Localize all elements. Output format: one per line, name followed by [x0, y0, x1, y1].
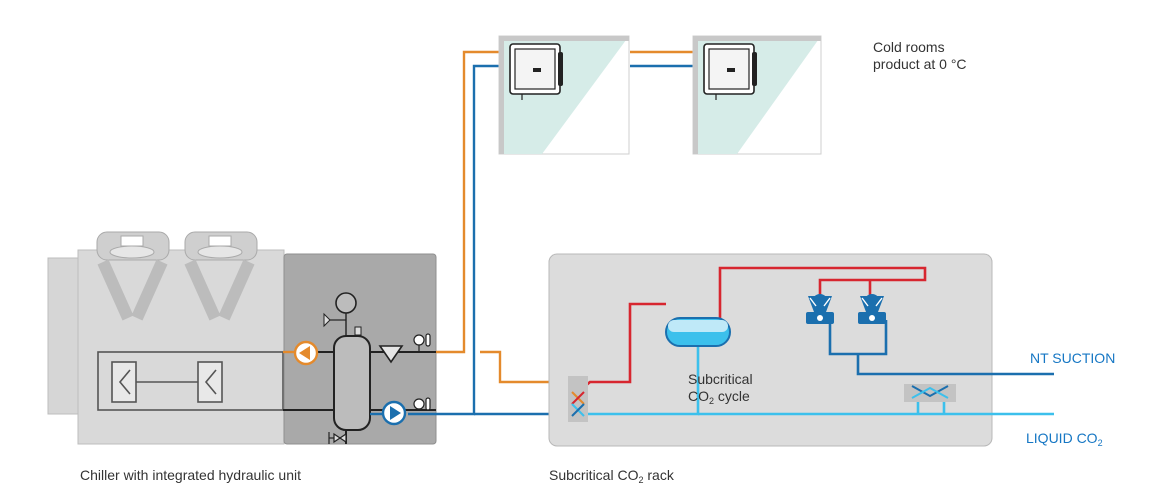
cold-room-1 [498, 35, 630, 155]
fan-icon [184, 231, 258, 261]
rack-caption-post: rack [643, 467, 674, 483]
liquid-co2-label: LIQUID CO2 [1026, 430, 1103, 448]
expansion-vessel-icon [335, 292, 357, 314]
cold-room-evaporator-icon [703, 43, 757, 100]
rack-caption-text: Subcritical CO [549, 467, 639, 483]
air-vent-icon [354, 326, 362, 336]
hydraulic-unit [283, 253, 437, 445]
blue-pipe-return [408, 64, 499, 416]
cycle-label-sub: 2 [709, 396, 715, 406]
buffer-tank [333, 335, 371, 431]
nt-suction-label: NT SUCTION [1030, 350, 1116, 366]
pump-icon [293, 340, 319, 366]
filter-icon [378, 345, 404, 364]
cycle-label: Subcritical CO2 cycle [688, 371, 753, 406]
heat-exchanger-icon [568, 376, 588, 422]
compressor-icon [806, 294, 834, 324]
cold-room-2 [692, 35, 822, 155]
cold-rooms-label: Cold rooms product at 0 °C [873, 39, 967, 73]
liquid-label-sub: 2 [1097, 438, 1103, 448]
receiver-icon [665, 317, 731, 347]
orange-pipe-rooms [436, 50, 499, 354]
cycle-label-line1: Subcritical [688, 371, 753, 387]
heat-exchanger-icon [904, 384, 956, 402]
fan-icon [96, 231, 170, 261]
compressor-icon [858, 294, 886, 324]
red-discharge-line [718, 266, 927, 320]
rack-caption: Subcritical CO2 rack [549, 467, 674, 485]
chiller-unit [47, 231, 285, 445]
blue-suction-main [856, 354, 1054, 376]
rack-caption-sub: 2 [638, 475, 644, 485]
cycle-label-co: CO [688, 388, 709, 404]
cycle-label-post: cycle [714, 388, 750, 404]
cold-rooms-label-line1: Cold rooms [873, 39, 945, 55]
chiller-caption: Chiller with integrated hydraulic unit [80, 467, 301, 483]
cold-rooms-label-line2: product at 0 °C [873, 56, 967, 72]
gauge-icon [413, 397, 431, 411]
co2-rack [548, 253, 993, 447]
pump-icon [381, 400, 407, 426]
valve-icon [328, 432, 347, 444]
cycle-label-line2: CO2 cycle [688, 388, 753, 406]
safety-valve-icon [323, 312, 331, 328]
liquid-label-text: LIQUID CO [1026, 430, 1098, 446]
gauge-icon [413, 333, 431, 352]
cold-room-evaporator-icon [509, 43, 563, 100]
orange-pipe-rack [480, 350, 570, 384]
